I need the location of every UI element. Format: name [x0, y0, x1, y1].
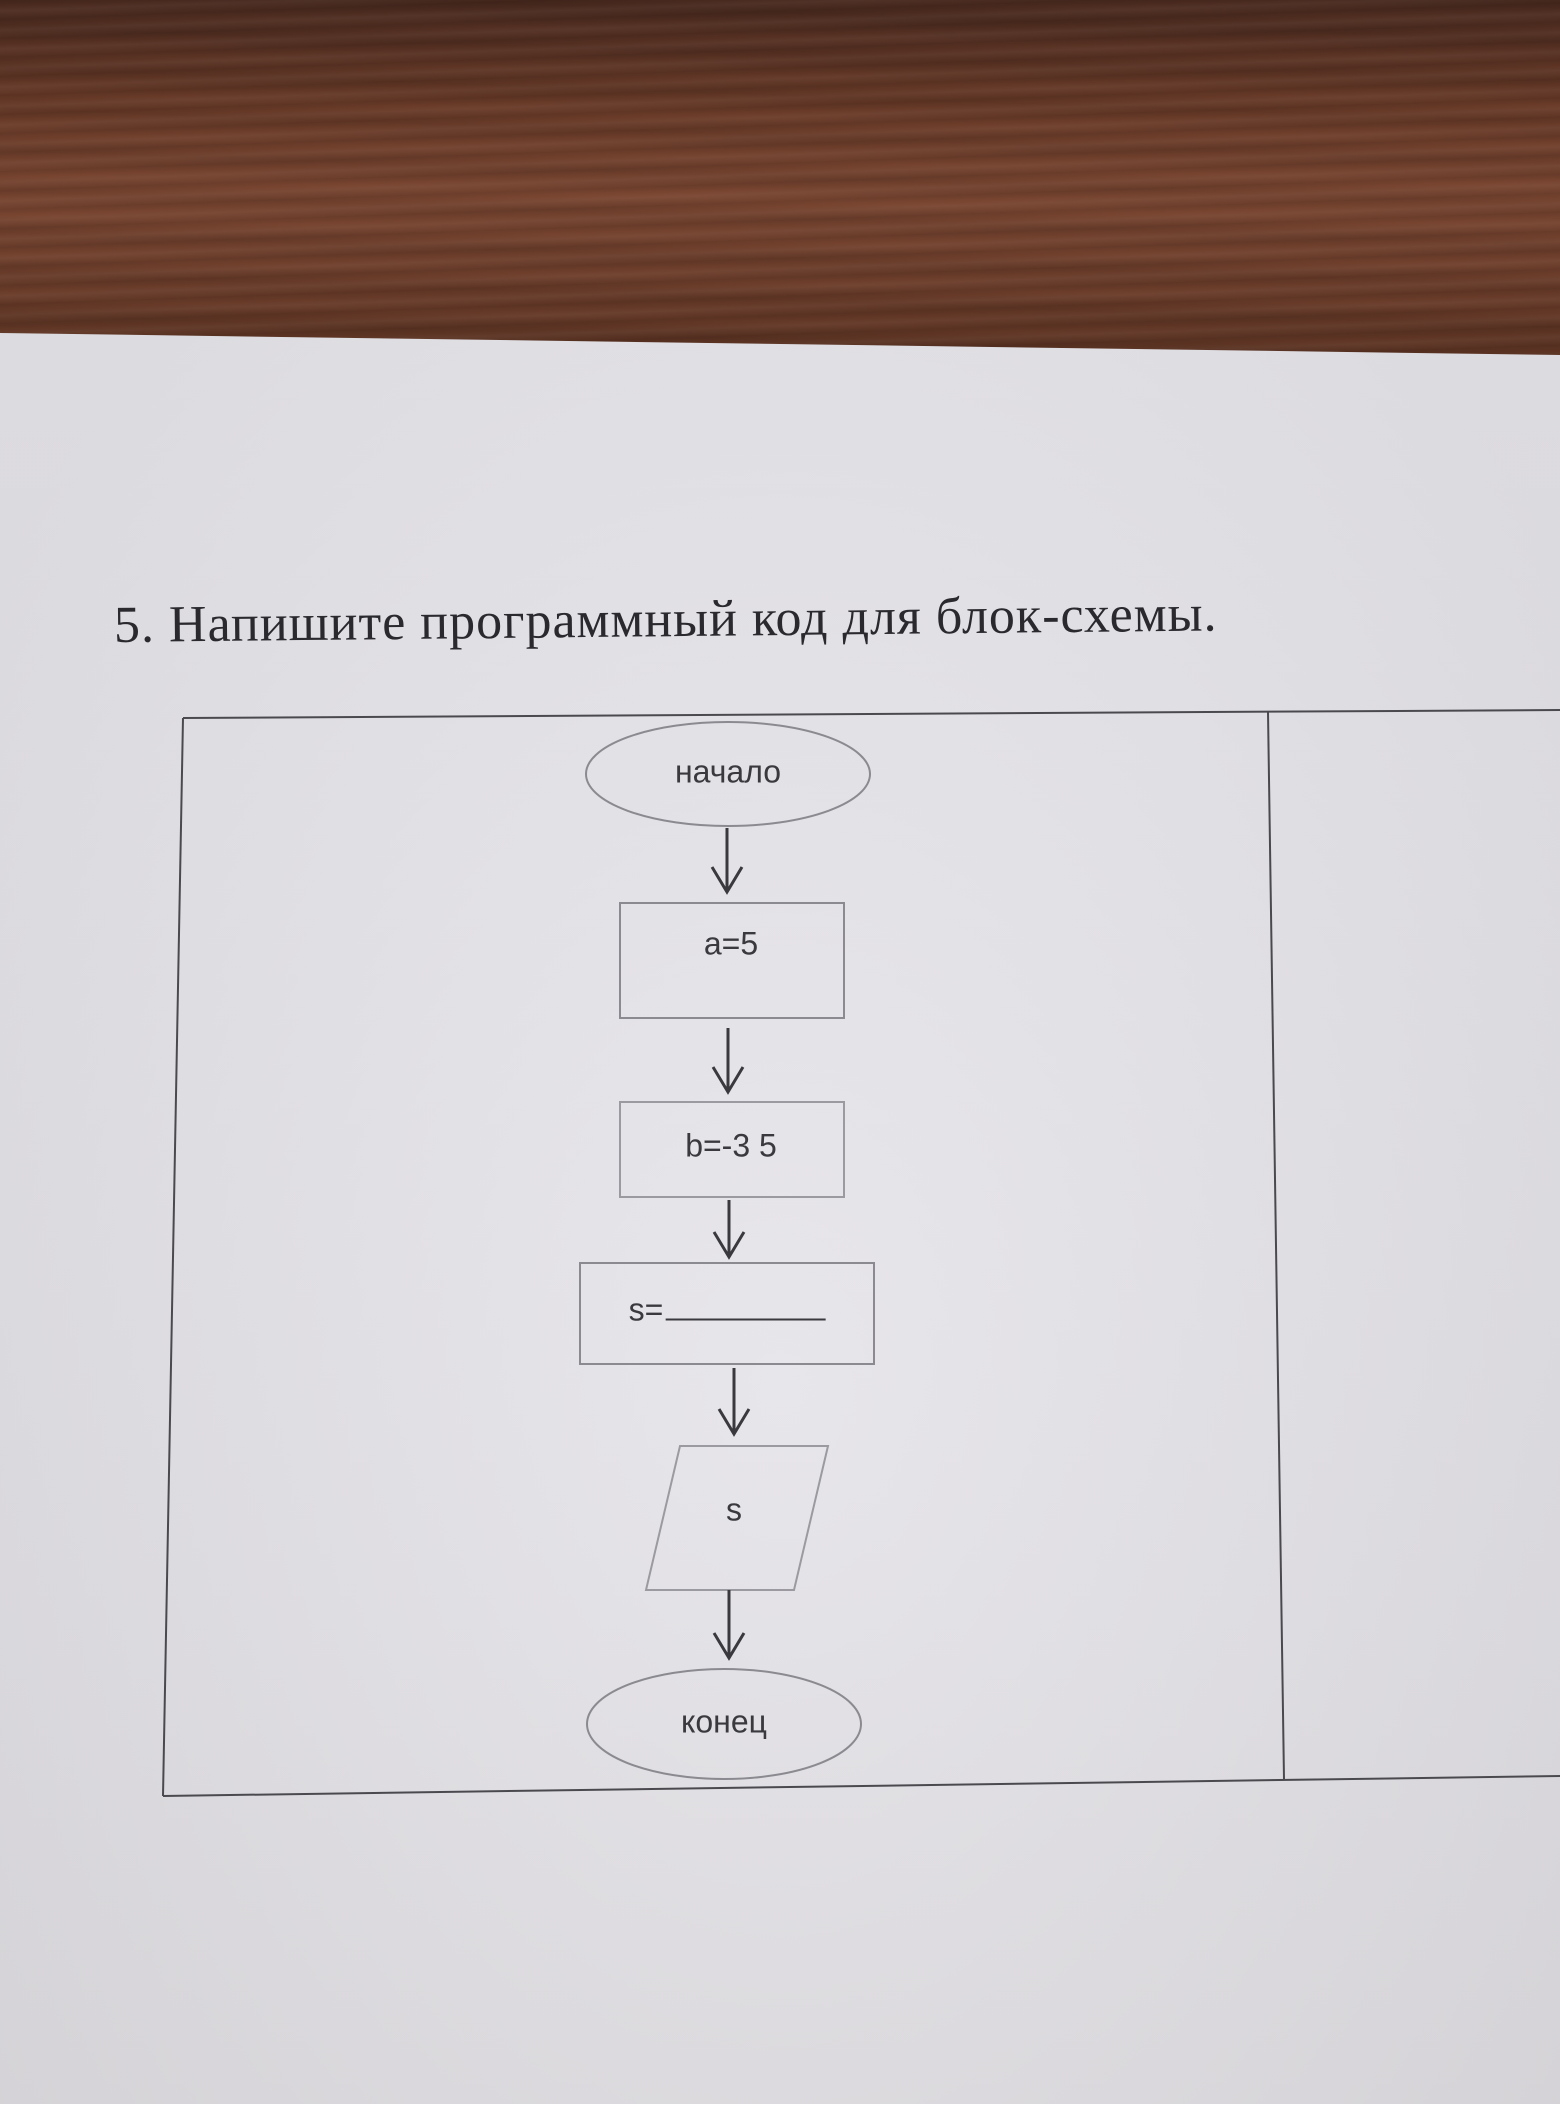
output-label: s — [726, 1491, 742, 1528]
answer-blank — [665, 1297, 826, 1321]
end-ellipse — [586, 1668, 862, 1780]
table-divider — [1267, 711, 1285, 1780]
start-label: начало — [674, 753, 782, 790]
output-parallelogram — [644, 1445, 830, 1591]
table-top-border — [182, 709, 1560, 719]
assign-b-label: b=-3 5 — [685, 1127, 777, 1164]
arrow-output-to-end — [712, 1590, 746, 1661]
table-left-border — [162, 717, 184, 1797]
arrow-a-to-b — [711, 1028, 745, 1095]
assign-s-box — [579, 1262, 875, 1365]
arrow-s-to-output — [717, 1368, 751, 1437]
end-label: конец — [681, 1703, 767, 1740]
assign-s-label: s= — [629, 1292, 826, 1329]
wooden-table-background — [0, 0, 1560, 360]
arrow-b-to-s — [712, 1200, 746, 1260]
arrow-start-to-a — [710, 828, 744, 895]
assign-a-box — [619, 902, 845, 1019]
table-bottom-border — [162, 1775, 1560, 1797]
start-ellipse — [585, 721, 871, 827]
assign-s-text: s= — [628, 1291, 664, 1328]
worksheet-paper — [0, 333, 1560, 2104]
assign-b-box — [619, 1101, 845, 1198]
answer-table — [162, 709, 1560, 1797]
assign-a-label: a=5 — [703, 925, 759, 962]
